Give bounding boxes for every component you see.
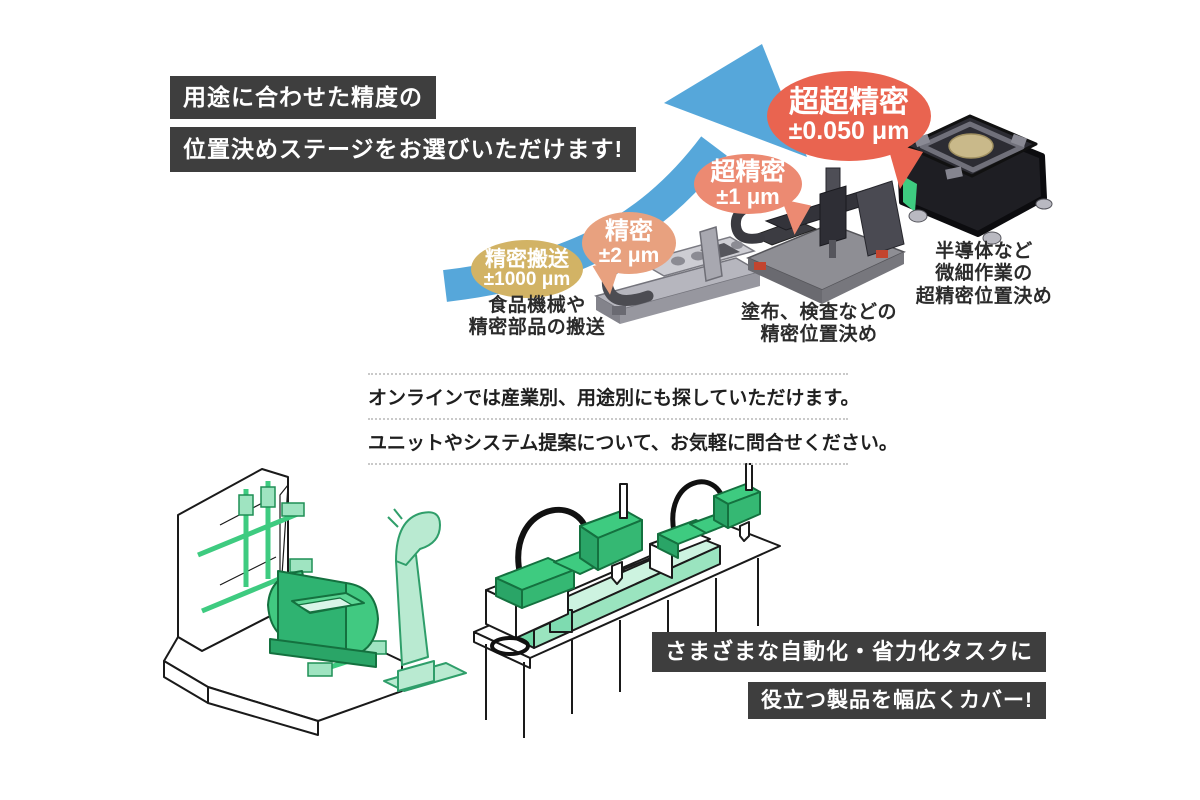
bubble-value: ±1000 μm (483, 269, 571, 291)
info-row-contact: ユニットやシステム提案について、お気軽に問合せください。 (368, 418, 898, 465)
info-box: オンラインでは産業別、用途別にも探していただけます。 ユニットやシステム提案につ… (368, 373, 898, 465)
machining-center-illustration (163, 468, 467, 736)
product-linear-stage-illustration (594, 226, 762, 324)
bubble-label: 精密搬送 (485, 247, 569, 271)
bubble-value: ±0.050 μm (788, 116, 910, 145)
product-gantry-stage-illustration (730, 167, 906, 304)
product-ultra-stage-illustration (897, 114, 1053, 245)
bubble-precision-transfer: 精密搬送 ±1000 μm (471, 240, 583, 298)
top-headline-line1: 用途に合わせた精度の (170, 76, 436, 119)
bubble-value: ±1 μm (716, 183, 780, 209)
bubble-high-precision: 超精密 ±1 μm (694, 154, 802, 214)
bubble-label: 精密 (605, 218, 653, 246)
caption-semiconductor: 半導体など 微細作業の 超精密位置決め (915, 241, 1053, 307)
top-headline-line2: 位置決めステージをお選びいただけます! (170, 127, 637, 172)
bubble-ultra-precision: 超超精密 ±0.050 μm (767, 71, 931, 161)
bubble-label: 超超精密 (789, 85, 909, 119)
bubble-value: ±2 μm (598, 243, 660, 267)
caption-food-machinery: 食品機械や 精密部品の搬送 (468, 295, 606, 339)
info-row-online-search: オンラインでは産業別、用途別にも探していただけます。 (368, 373, 860, 418)
conveyor-scara-illustration (473, 463, 781, 738)
bottom-headline-line2: 役立つ製品を幅広くカバー! (748, 682, 1046, 719)
bubble-label: 超精密 (710, 158, 786, 187)
bubble-precision: 精密 ±2 μm (582, 212, 676, 274)
bottom-headline-line1: さまざまな自動化・省力化タスクに (651, 632, 1046, 672)
caption-coating-inspection: 塗布、検査などの 精密位置決め (740, 302, 897, 346)
